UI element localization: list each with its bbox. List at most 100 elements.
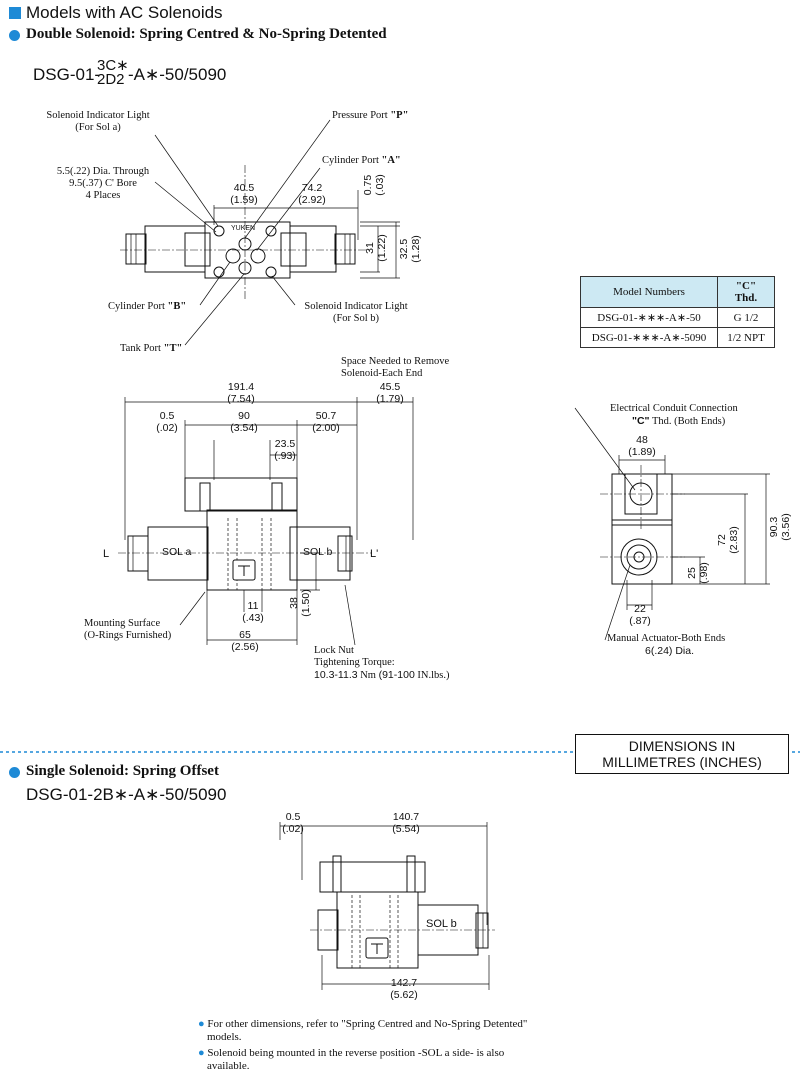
col-c-thd: "C" Thd.: [717, 276, 775, 308]
dim-65: 65 (2.56): [225, 629, 265, 653]
dim-140-7: 140.7 (5.54): [382, 811, 430, 835]
dim-191-4-mm: 191.4: [227, 381, 255, 393]
dim-90-3-in: (3.56): [780, 513, 792, 541]
dim-45-5-mm: 45.5: [379, 381, 401, 393]
manual-actuator-label: Manual Actuator-Both Ends 6(.24) Dia.: [607, 633, 725, 657]
tank-port-text: Tank Port: [120, 343, 161, 354]
dim-50-7: 50.7 (2.00): [304, 410, 348, 434]
dim-40-5: 40.5 (1.59): [223, 182, 265, 206]
torque-lbs-unit: IN.lbs.): [417, 670, 450, 681]
space-needed-label: Space Needed to Remove Solenoid-Each End: [341, 356, 449, 380]
dim-0-5-mm: 0.5: [159, 410, 175, 422]
note-text-cont: models.: [207, 1031, 242, 1043]
note-text: For other dimensions, refer to "Spring C…: [207, 1018, 528, 1030]
sol-light-b-text: Solenoid Indicator Light: [304, 301, 408, 312]
dim-142-7-mm: 142.7: [390, 977, 418, 989]
notes: ● For other dimensions, refer to "Spring…: [198, 1018, 584, 1073]
conduit-label: Electrical Conduit Connection "C" Thd. (…: [610, 403, 738, 428]
dim-25-in: (.98): [698, 562, 710, 584]
dim-0-5-single: 0.5 (.02): [276, 811, 310, 835]
c-thd-line: "C" Thd. (Both Ends): [610, 415, 738, 428]
dim-65-in: (2.56): [231, 641, 259, 653]
dim-22: 22 (.87): [622, 603, 658, 627]
bolt-hole-label: 5.5(.22) Dia. Through 9.5(.37) C' Bore 4…: [48, 166, 158, 202]
note-bullet-icon: ●: [198, 1047, 205, 1059]
torque-value: 10.3-11.3 Nm (91-100 IN.lbs.): [314, 669, 450, 682]
dim-90-mm: 90: [238, 410, 250, 422]
dim-90-3-mm: 90.3: [768, 516, 780, 538]
dim-38-mm: 38: [288, 597, 300, 609]
brand-mark: YUKEN: [231, 225, 256, 232]
sol-a-label: SOL a: [162, 546, 192, 558]
tank-port-code: "T": [163, 343, 183, 354]
side-view-drawing: [574, 407, 770, 641]
o-rings-text: (O-Rings Furnished): [84, 630, 172, 641]
dim-140-7-mm: 140.7: [392, 811, 420, 823]
mounting-surface-label: Mounting Surface (O-Rings Furnished): [84, 618, 171, 642]
bullet-icon: [9, 767, 20, 778]
space-needed-text: Space Needed to Remove: [341, 356, 450, 367]
dim-45-5-in: (1.79): [376, 393, 404, 405]
dim-50-7-in: (2.00): [312, 422, 340, 434]
dim-11-mm: 11: [247, 600, 259, 612]
dim-65-mm: 65: [239, 629, 251, 641]
mounting-surface-text: Mounting Surface: [84, 618, 161, 629]
torque-unit: Nm: [360, 670, 376, 681]
conduit-text: Electrical Conduit Connection: [610, 403, 738, 414]
l-prime-label: L': [370, 548, 379, 560]
dim-22-in: (.87): [629, 615, 651, 627]
cylinder-port-a-code: "A": [381, 155, 401, 166]
dim-23-5: 23.5 (.93): [268, 438, 302, 462]
page-title: Models with AC Solenoids: [26, 3, 223, 22]
cylinder-port-a-text: Cylinder Port: [322, 155, 379, 166]
sol-light-a-sub: (For Sol a): [75, 122, 121, 133]
single-model-code: DSG-01-2B∗-A∗-50/5090: [26, 785, 227, 804]
torque-nm: 10.3-11.3: [314, 669, 358, 681]
single-solenoid-drawing: [279, 822, 495, 990]
cylinder-port-b-label: Cylinder Port "B": [108, 301, 186, 313]
dim-90-3: 90.3 (3.56): [768, 504, 792, 550]
sol-b-label: SOL b: [303, 546, 333, 558]
dim-72: 72 (2.83): [716, 520, 740, 560]
dim-48: 48 (1.89): [624, 434, 660, 458]
dim-74-2-mm: 74.2: [301, 182, 323, 194]
lock-nut-label: Lock Nut Tightening Torque: 10.3-11.3 Nm…: [314, 645, 450, 682]
dim-191-4-in: (7.54): [227, 393, 255, 405]
model-table: Model Numbers "C" Thd. DSG-01-∗∗∗-A∗-50 …: [580, 276, 775, 348]
tank-port-label: Tank Port "T": [120, 343, 182, 355]
sol-light-a-label: Solenoid Indicator Light (For Sol a): [38, 110, 158, 134]
dim-72-mm: 72: [716, 534, 728, 546]
table-row: DSG-01-∗∗∗-A∗-5090 1/2 NPT: [580, 327, 775, 348]
lock-nut-text: Lock Nut: [314, 645, 354, 656]
dim-25-mm: 25: [686, 567, 698, 579]
table-cell: 1/2 NPT: [717, 327, 775, 348]
dim-45-5: 45.5 (1.79): [368, 381, 412, 405]
manual-actuator-text: Manual Actuator-Both Ends: [607, 633, 726, 644]
col-model-numbers: Model Numbers: [580, 276, 718, 308]
dim-23-5-mm: 23.5: [274, 438, 296, 450]
dim-23-5-in: (.93): [274, 450, 296, 462]
dim-32-5-in: (1.28): [410, 235, 422, 263]
c-thd-code: "C": [632, 415, 650, 427]
model-code-bottom: 2D2: [97, 71, 125, 88]
dim-0-75: 0.75 (.03): [362, 170, 386, 200]
pressure-port-label: Pressure Port "P": [332, 110, 408, 122]
table-cell: G 1/2: [717, 307, 775, 328]
sol-light-b-sub: (For Sol b): [332, 313, 380, 324]
note-bullet-icon: ●: [198, 1018, 205, 1030]
section-title-double: Double Solenoid: Spring Centred & No-Spr…: [26, 26, 387, 42]
note-text-cont: available.: [207, 1060, 250, 1072]
units-line2: MILLIMETRES (INCHES): [602, 754, 762, 770]
places-text: 4 Places: [85, 190, 121, 201]
dim-50-7-mm: 50.7: [315, 410, 337, 422]
section-title-single: Single Solenoid: Spring Offset: [26, 763, 219, 779]
note-item: ● For other dimensions, refer to "Spring…: [198, 1018, 584, 1031]
l-label: L: [103, 548, 110, 560]
dim-140-7-in: (5.54): [392, 823, 420, 835]
cbore-text: 9.5(.37) C' Bore: [69, 178, 137, 189]
sol-b-single-label: SOL b: [426, 918, 457, 930]
dim-0-75-in: (.03): [374, 174, 386, 196]
front-view-drawing: [118, 397, 414, 646]
dim-191-4: 191.4 (7.54): [218, 381, 264, 405]
note-item: ● Solenoid being mounted in the reverse …: [198, 1047, 584, 1060]
